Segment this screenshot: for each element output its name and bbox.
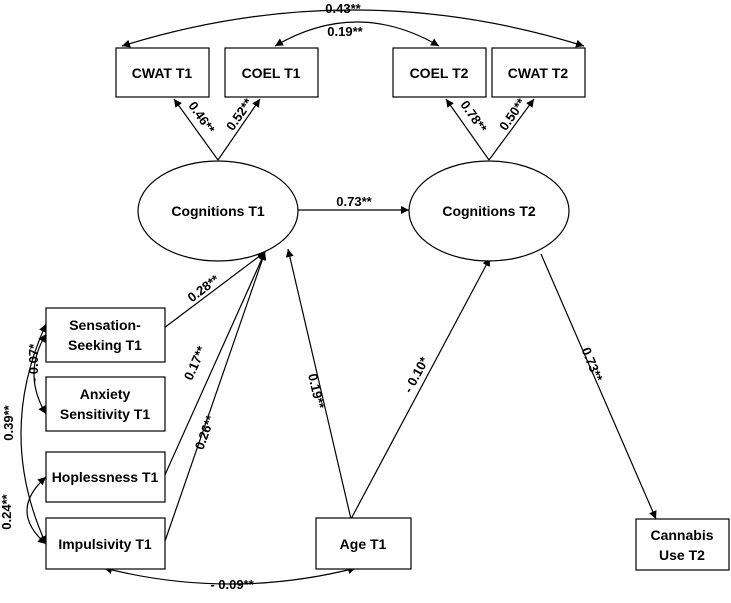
covariance-impulsivity-age [103, 566, 357, 585]
node-impulsivity-t1: Impulsivity T1 [45, 517, 166, 570]
node-sensation-seeking-t1-label-line2: Seeking T1 [68, 337, 142, 353]
node-cognitions-t2-label: Cognitions T2 [442, 203, 536, 219]
coef-cognitions-t1-cognitions-t2: 0.73** [336, 194, 372, 209]
node-age-t1: Age T1 [315, 517, 412, 570]
path-cognitions-t2-to-cwat-t2 [488, 98, 535, 161]
path-hoplessness-to-cognitions-t1 [163, 251, 266, 478]
node-anxiety-sensitivity-t1-label-line2: Sensitivity T1 [60, 406, 150, 422]
coef-cognitions-t2-cannabis: 0.73** [579, 345, 607, 384]
path-impulsivity-to-cognitions-t1 [163, 251, 267, 545]
coef-hoplessness: 0.17** [181, 343, 209, 382]
node-hoplessness-t1: Hoplessness T1 [45, 451, 166, 503]
node-hoplessness-t1-label: Hoplessness T1 [52, 469, 159, 485]
node-coel-t2-label: COEL T2 [410, 65, 469, 81]
node-cwat-t2-label: CWAT T2 [508, 65, 569, 81]
path-cognitions-t2-to-coel-t2 [445, 98, 490, 161]
node-anxiety-sensitivity-t1-label-line1: Anxiety [80, 386, 131, 402]
node-coel-t1-label: COEL T1 [242, 65, 301, 81]
path-age-to-cognitions-t2 [350, 257, 491, 520]
node-cwat-t1: CWAT T1 [115, 47, 210, 98]
node-anxiety-sensitivity-t1: Anxiety Sensitivity T1 [45, 376, 166, 432]
coef-impulsivity: 0.26** [192, 412, 219, 451]
node-age-t1-label: Age T1 [340, 536, 387, 552]
coef-cwat-t1-cwat-t2: 0.43** [325, 1, 361, 16]
node-cannabis-use-t2-label-line2: Use T2 [659, 547, 705, 563]
node-impulsivity-t1-label: Impulsivity T1 [58, 536, 152, 552]
path-cognitions-t2-to-cannabis-use [540, 253, 657, 520]
coef-sensation-anxiety: - 0.07* [26, 343, 41, 382]
coef-cognitions-t1-coel-t1: 0.52** [223, 95, 256, 133]
path-sensation-seeking-to-cognitions-t1 [163, 251, 266, 329]
covariance-sensation-impulsivity [20, 323, 47, 545]
node-sensation-seeking-t1: Sensation- Seeking T1 [45, 307, 166, 363]
coef-age-cognitions-t1: 0.19** [305, 372, 328, 411]
node-cwat-t1-label: CWAT T1 [132, 65, 193, 81]
coef-hoplessness-impulsivity: 0.24** [0, 493, 14, 529]
coef-impulsivity-age: - 0.09** [210, 577, 254, 592]
coef-cognitions-t2-coel-t2: 0.78** [457, 98, 490, 136]
node-cognitions-t1-label: Cognitions T1 [171, 203, 265, 219]
coef-coel-t1-coel-t2: 0.19** [327, 24, 363, 39]
covariance-coel-t1-coel-t2 [274, 21, 440, 47]
node-sensation-seeking-t1-label-line1: Sensation- [69, 317, 141, 333]
node-cognitions-t1: Cognitions T1 [137, 160, 299, 262]
node-cwat-t2: CWAT T2 [491, 47, 586, 98]
path-cognitions-t1-to-cwat-t1 [173, 98, 219, 161]
node-cannabis-use-t2-label-line1: Cannabis [650, 527, 713, 543]
node-cognitions-t2: Cognitions T2 [408, 160, 570, 262]
node-cannabis-use-t2: Cannabis Use T2 [635, 518, 730, 571]
path-cognitions-t1-to-coel-t1 [217, 98, 261, 161]
node-coel-t1: COEL T1 [224, 47, 319, 98]
coef-cognitions-t1-cwat-t1: 0.46** [185, 99, 218, 137]
covariance-hoplessness-impulsivity [26, 476, 47, 545]
covariance-cwat-t1-cwat-t2 [121, 9, 585, 48]
path-age-to-cognitions-t1 [285, 248, 352, 520]
coef-sensation-impulsivity: 0.39** [1, 404, 16, 440]
node-coel-t2: COEL T2 [392, 47, 487, 98]
